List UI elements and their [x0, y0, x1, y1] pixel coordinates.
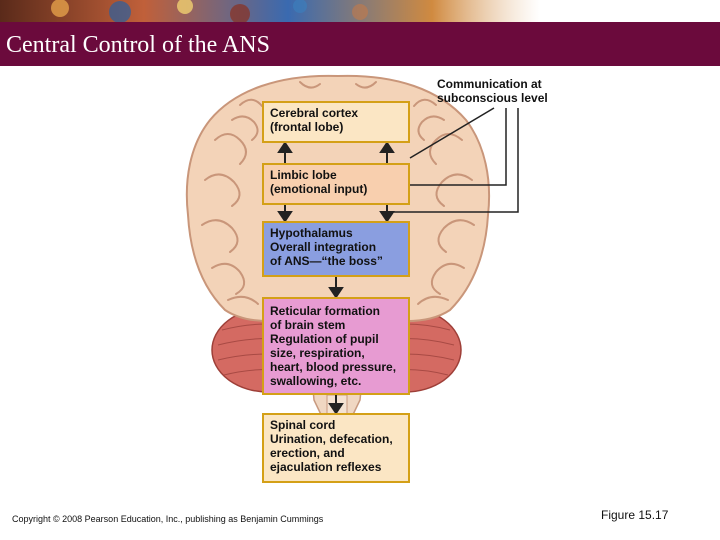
spinal-line-3: ejaculation reflexes	[270, 460, 382, 474]
limbic-lobe-box: Limbic lobe (emotional input)	[262, 163, 410, 205]
spinal-cord-box: Spinal cord Urination, defecation, erect…	[262, 413, 410, 483]
spinal-line-2: erection, and	[270, 446, 345, 460]
hypothalamus-line-2: of ANS—“the boss”	[270, 254, 383, 268]
decorative-top-banner	[0, 0, 720, 22]
limbic-heading: Limbic lobe	[270, 168, 337, 182]
spinal-line-1: Urination, defecation,	[270, 432, 393, 446]
limbic-subtitle: (emotional input)	[270, 182, 368, 196]
spinal-heading: Spinal cord	[270, 418, 336, 432]
hypothalamus-line-1: Overall integration	[270, 240, 377, 254]
slide-title: Central Control of the ANS	[6, 32, 270, 58]
hypothalamus-box: Hypothalamus Overall integration of ANS—…	[262, 221, 410, 277]
flow-arrows	[277, 141, 395, 415]
reticular-line-2: size, respiration,	[270, 346, 365, 360]
annotation-line-1: Communication at	[437, 77, 542, 91]
reticular-line-1: Regulation of pupil	[270, 332, 379, 346]
reticular-heading-2: of brain stem	[270, 318, 346, 332]
reticular-formation-box: Reticular formation of brain stem Regula…	[262, 297, 410, 395]
cortex-subtitle: (frontal lobe)	[270, 120, 344, 134]
annotation-line-2: subconscious level	[437, 91, 548, 105]
annotation-leader-lines	[392, 107, 519, 213]
copyright-notice: Copyright © 2008 Pearson Education, Inc.…	[12, 514, 324, 524]
reticular-line-4: swallowing, etc.	[270, 374, 362, 388]
reticular-line-3: heart, blood pressure,	[270, 360, 397, 374]
figure-label: Figure 15.17	[601, 508, 669, 522]
cerebral-cortex-box: Cerebral cortex (frontal lobe)	[262, 101, 410, 143]
reticular-heading-1: Reticular formation	[270, 304, 381, 318]
title-bar	[0, 22, 720, 66]
cortex-heading: Cerebral cortex	[270, 106, 359, 120]
subconscious-communication-label: Communication at subconscious level	[437, 77, 587, 105]
hypothalamus-heading: Hypothalamus	[270, 226, 353, 240]
